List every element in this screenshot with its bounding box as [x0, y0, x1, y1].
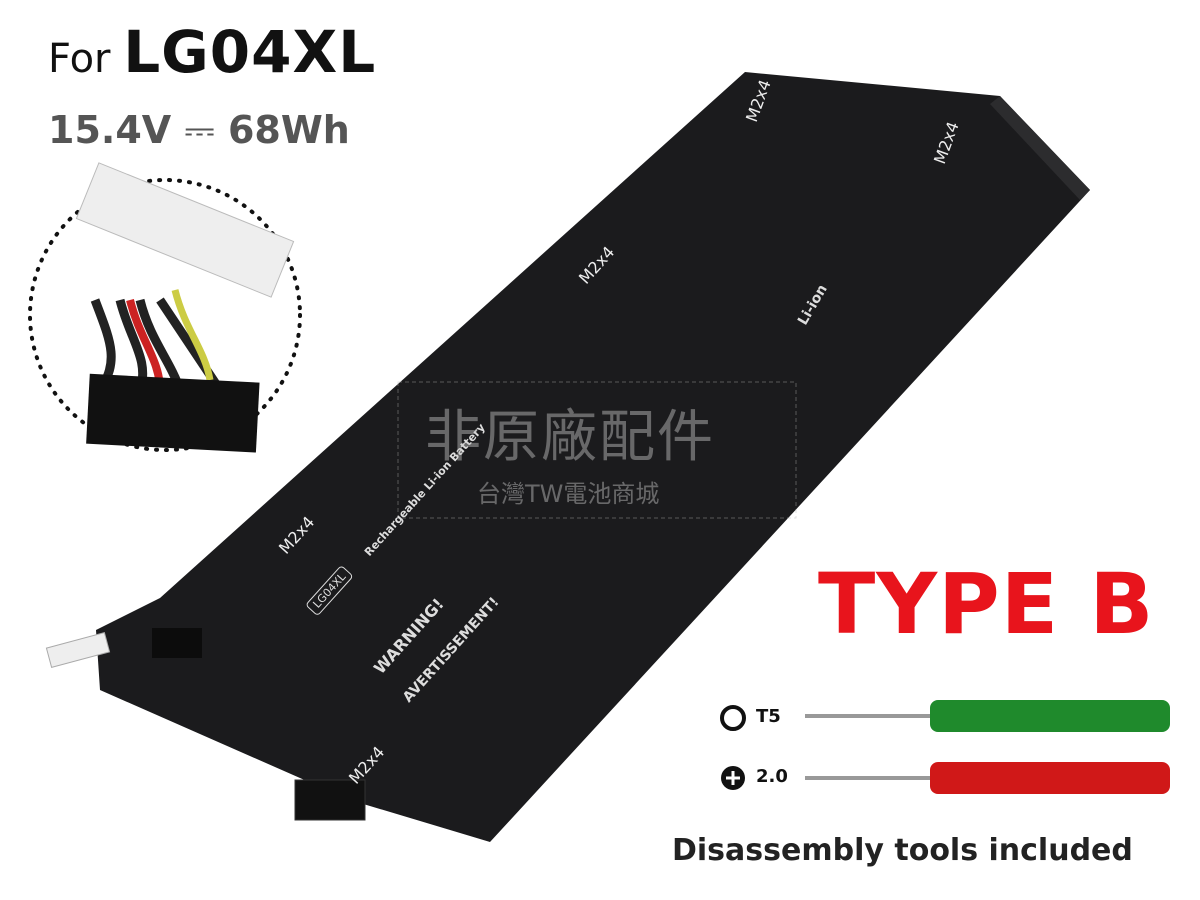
- tools-caption: Disassembly tools included: [672, 833, 1133, 868]
- t5-screwdriver: [805, 700, 1170, 732]
- watermark-line2: 台灣TW電池商城: [477, 480, 660, 508]
- spec-line: 15.4V ⎓ 68Wh: [48, 108, 350, 153]
- t5-label: T5: [756, 706, 781, 727]
- dc-symbol-icon: ⎓: [184, 108, 215, 152]
- watermark-line1: 非原廠配件: [425, 405, 715, 470]
- model-number: LG04XL: [123, 18, 377, 86]
- phillips-icon: [721, 766, 745, 790]
- phillips-label: 2.0: [756, 766, 788, 787]
- title-prefix: For: [48, 36, 111, 82]
- phillips-screwdriver: [805, 762, 1170, 794]
- torx-icon: [720, 705, 746, 731]
- connector-closeup: [75, 162, 295, 453]
- battery-body: [96, 72, 1090, 842]
- product-title: For LG04XL: [48, 18, 376, 86]
- voltage: 15.4V: [48, 108, 172, 152]
- battery-connector: [45, 631, 111, 669]
- energy: 68Wh: [227, 108, 350, 152]
- type-badge: TYPE B: [818, 555, 1155, 653]
